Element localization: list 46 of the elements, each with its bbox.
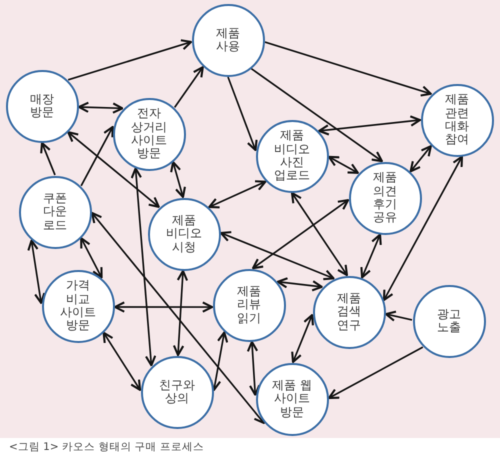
step-label: 제품 검색 연구 <box>336 292 362 332</box>
arrow <box>250 68 383 162</box>
arrow <box>80 126 114 186</box>
double-headed-arrow <box>114 301 214 313</box>
step-label: 제품 비디오 사진 업로드 <box>274 129 310 183</box>
double-headed-arrow <box>80 237 103 279</box>
double-headed-arrow <box>290 192 348 276</box>
step-label: 제품 사용 <box>216 26 240 54</box>
figure-caption: <그림 1> 카오스 형태의 구매 프로세스 <box>9 440 204 455</box>
double-headed-arrow <box>172 270 188 356</box>
arrow <box>68 39 192 81</box>
step-label: 제품 리뷰 읽기 <box>236 284 262 326</box>
step-label: 매장 방문 <box>30 92 54 120</box>
double-headed-arrow <box>78 102 124 114</box>
double-headed-arrow <box>328 156 359 174</box>
step-label: 전자 상거리 사이트 방문 <box>130 107 168 161</box>
double-headed-arrow <box>382 156 463 302</box>
arrow <box>174 66 204 108</box>
double-headed-arrow <box>90 212 265 424</box>
arrow <box>328 346 424 400</box>
double-headed-arrow <box>170 161 186 198</box>
double-headed-arrow <box>360 234 382 278</box>
double-headed-arrow <box>276 277 323 292</box>
step-label: 제품 의견 후기 공유 <box>372 171 398 225</box>
double-headed-arrow <box>252 199 350 270</box>
double-headed-arrow <box>220 231 335 280</box>
double-headed-arrow <box>130 167 156 366</box>
double-headed-arrow <box>291 314 314 364</box>
double-headed-arrow <box>318 115 422 136</box>
double-headed-arrow <box>246 340 260 396</box>
step-label: 제품 비디오 시청 <box>166 214 202 254</box>
step-label: 제품 웹 사이트 방문 <box>272 378 312 420</box>
step-label: 가격 비교 사이트 방문 <box>60 279 96 333</box>
arrow <box>264 41 432 97</box>
step-label: 광고 노출 <box>436 308 462 334</box>
step-label: 쿠폰 다운 로드 <box>42 192 68 232</box>
arrow <box>40 142 56 176</box>
double-headed-arrow <box>67 131 160 208</box>
arrow <box>227 76 258 152</box>
arrow <box>384 310 412 322</box>
double-headed-arrow <box>102 332 142 391</box>
double-headed-arrow <box>27 240 46 304</box>
step-label: 친구와 상의 <box>158 378 196 406</box>
double-headed-arrow <box>410 145 432 172</box>
double-headed-arrow <box>208 180 266 208</box>
step-label: 제품 관련 대화 참여 <box>444 93 470 147</box>
